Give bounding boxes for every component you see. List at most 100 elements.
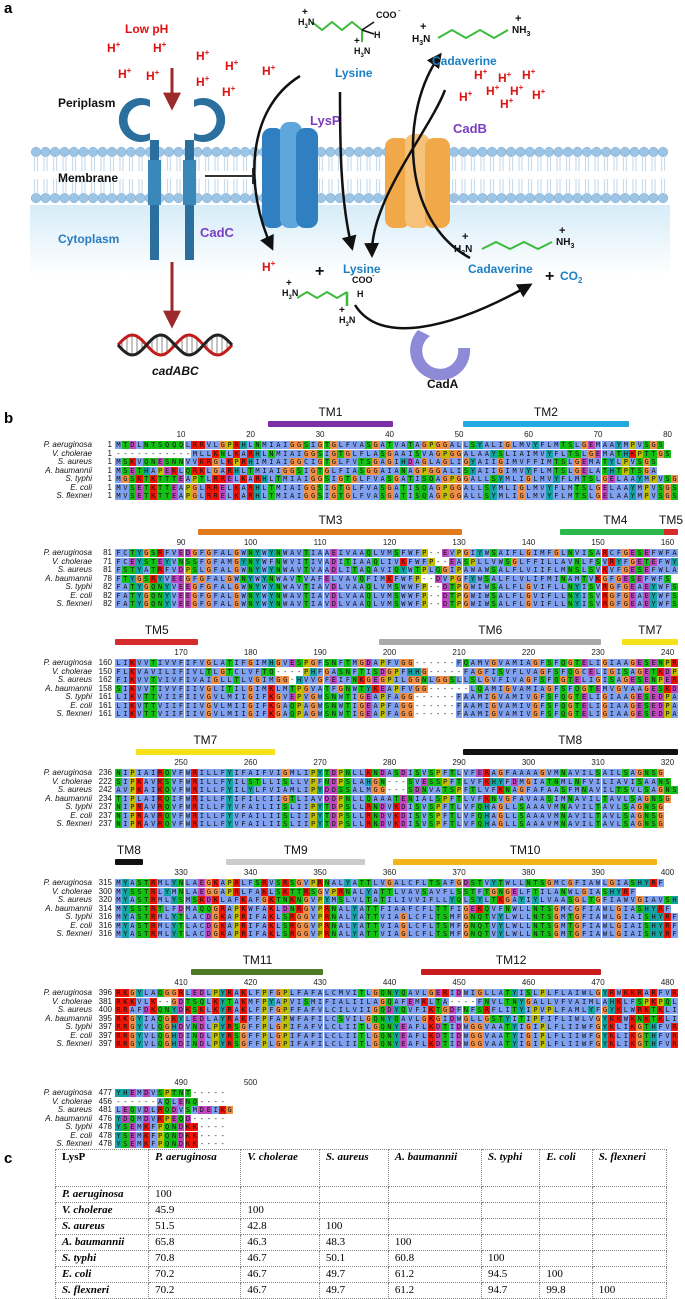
residue: L xyxy=(552,591,560,600)
residue: T xyxy=(372,913,380,921)
residue: V xyxy=(594,591,602,600)
residue: A xyxy=(128,879,136,887)
residue: T xyxy=(545,777,553,786)
residue: A xyxy=(337,930,345,938)
residue: K xyxy=(476,904,484,913)
residue: K xyxy=(191,1123,199,1131)
residue: L xyxy=(615,803,623,811)
residue: A xyxy=(629,820,637,828)
residue: L xyxy=(518,904,526,913)
residue: A xyxy=(302,1040,310,1048)
residue: P xyxy=(233,921,241,930)
residue: L xyxy=(420,1040,428,1048)
residue: Y xyxy=(135,1023,143,1031)
residue: D xyxy=(177,1031,185,1040)
residue: L xyxy=(545,997,553,1006)
residue: L xyxy=(420,1031,428,1040)
residue: M xyxy=(573,574,581,583)
residue: F xyxy=(629,887,637,896)
residue: S xyxy=(518,803,526,811)
residue: G xyxy=(462,458,470,466)
residue: T xyxy=(469,887,477,896)
table-cell: 100 xyxy=(148,1186,242,1203)
residue: F xyxy=(552,710,560,718)
residue: G xyxy=(657,820,665,828)
residue: A xyxy=(615,492,623,500)
ruler-number: 410 xyxy=(174,978,188,987)
residue: T xyxy=(156,492,164,500)
residue: - xyxy=(436,693,441,701)
residue: S xyxy=(671,786,678,794)
residue: S xyxy=(128,904,136,913)
residue: S xyxy=(413,803,421,811)
residue: G xyxy=(233,557,241,566)
residue: K xyxy=(128,458,136,466)
residue: K xyxy=(240,989,248,997)
residue: A xyxy=(393,904,400,913)
residue: S xyxy=(587,591,595,600)
residue: L xyxy=(504,930,512,938)
residue: L xyxy=(469,483,477,492)
residue: L xyxy=(184,913,192,921)
residue: R xyxy=(608,557,616,566)
residue: L xyxy=(142,989,150,997)
residue: P xyxy=(469,557,477,566)
residue: T xyxy=(274,896,282,904)
residue: N xyxy=(386,1040,393,1048)
ruler-number: 220 xyxy=(521,648,536,657)
residue: T xyxy=(379,887,387,896)
residue: Q xyxy=(559,693,567,701)
table-cell xyxy=(480,1186,541,1203)
residue: V xyxy=(309,930,317,938)
ruler-number: 400 xyxy=(660,868,675,877)
residue: L xyxy=(260,777,268,786)
residue: F xyxy=(420,930,428,938)
residue: K xyxy=(219,930,227,938)
residue: I xyxy=(525,1014,532,1023)
residue: R xyxy=(212,492,220,500)
ruler-number: 240 xyxy=(660,648,675,657)
residue: V xyxy=(420,803,428,811)
residue: S xyxy=(323,701,331,710)
residue: V xyxy=(302,879,310,887)
residue: S xyxy=(393,591,400,600)
residue: G xyxy=(573,904,581,913)
ruler-number: 490 xyxy=(174,1078,188,1087)
residue: K xyxy=(427,1031,435,1040)
species-name: A. baumannii xyxy=(45,573,92,583)
residue: R xyxy=(601,591,609,600)
residue: - xyxy=(422,574,427,583)
residue: F xyxy=(545,591,553,600)
residue: P xyxy=(260,997,268,1006)
residue: F xyxy=(538,710,546,718)
residue: E xyxy=(650,684,658,693)
residue: - xyxy=(394,777,399,786)
residue: L xyxy=(420,879,428,887)
residue: T xyxy=(504,997,512,1006)
residue: K xyxy=(142,1123,150,1131)
residue: V xyxy=(406,684,414,693)
residue: A xyxy=(441,879,449,887)
svg-text:H: H xyxy=(357,289,364,299)
residue: E xyxy=(184,591,192,600)
sequence-start-position: 161 xyxy=(98,709,112,718)
residue: T xyxy=(149,684,157,693)
residue: L xyxy=(226,492,234,500)
residue: - xyxy=(449,667,455,676)
residue: S xyxy=(545,913,553,921)
residue: I xyxy=(580,820,588,828)
residue: I xyxy=(386,921,393,930)
residue: R xyxy=(219,904,227,913)
residue: K xyxy=(240,997,248,1006)
residue: - xyxy=(297,667,302,676)
svg-text:H3N: H3N xyxy=(454,244,472,257)
residue: G xyxy=(476,1023,484,1031)
residue: P xyxy=(260,1023,268,1031)
residue: G xyxy=(532,710,539,718)
residue: F xyxy=(441,820,449,828)
residue: G xyxy=(462,913,470,921)
residue: L xyxy=(504,583,512,591)
residue: I xyxy=(184,667,192,676)
residue: Y xyxy=(351,930,359,938)
